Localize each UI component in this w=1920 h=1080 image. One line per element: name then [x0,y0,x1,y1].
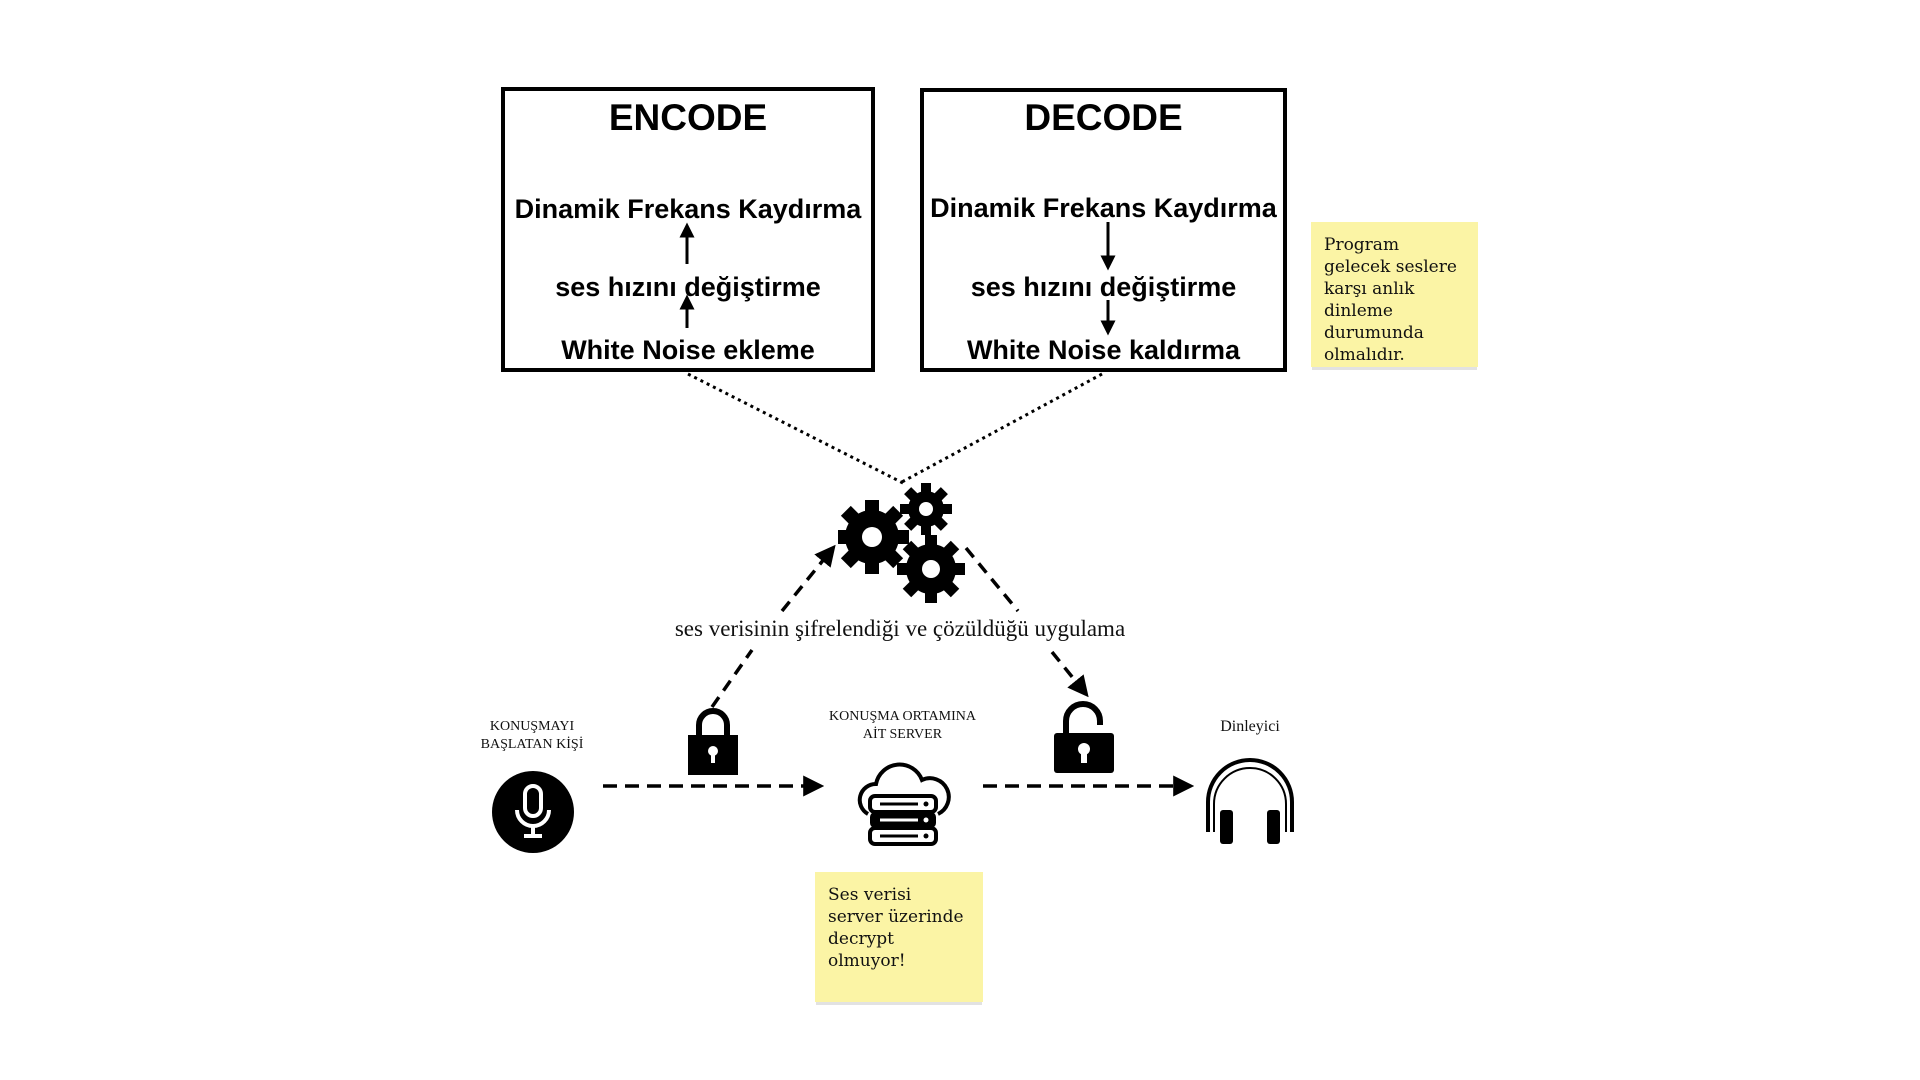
app-to-unlock-arrow [1050,650,1089,698]
server-label-line-1: KONUŞMA ORTAMINA [829,709,976,724]
sticky-note-realtime: Program gelecek seslere karşı anlık dinl… [1311,222,1478,367]
app-label: ses verisinin şifrelendiği ve çözüldüğü … [600,616,1200,642]
decode-step-3: White Noise kaldırma [966,335,1241,365]
sticky-note-no-decrypt: Ses verisi server üzerinde decrypt olmuy… [815,872,983,1002]
decode-step-2: ses hızını değiştirme [970,272,1237,302]
gears-icon [838,483,965,603]
decode-box: DECODE Dinamik Frekans Kaydırma ses hızı… [920,88,1287,372]
headphones-icon [1206,758,1294,844]
encode-arrows [679,222,695,328]
decode-connector [899,372,1103,485]
microphone-icon [492,771,574,853]
lock-open-icon [1054,701,1114,773]
lock-to-app-arrow [710,648,754,709]
encode-title: ENCODE [608,97,768,138]
speaker-label-line-1: KONUŞMAYI [489,719,575,734]
app-to-unlock-arrow-upper [964,546,1020,613]
speaker-label: KONUŞMAYI BAŞLATAN KİŞİ [462,718,602,754]
server-label: KONUŞMA ORTAMINA AİT SERVER [800,708,1005,744]
encode-connector [687,372,904,485]
cloud-server-icon [857,762,951,846]
encode-step-1: Dinamik Frekans Kaydırma [514,194,862,224]
decode-title: DECODE [1024,97,1183,138]
lock-to-app-arrow-upper [780,544,836,613]
encode-step-3: White Noise ekleme [561,335,815,365]
speaker-label-line-2: BAŞLATAN KİŞİ [480,737,584,752]
server-label-line-2: AİT SERVER [862,727,943,742]
decode-arrows [1100,222,1116,336]
decode-step-1: Dinamik Frekans Kaydırma [930,193,1277,223]
encode-box: ENCODE Dinamik Frekans Kaydırma ses hızı… [501,87,875,372]
lock-closed-icon [688,708,738,775]
listener-label: Dinleyici [1220,718,1280,735]
